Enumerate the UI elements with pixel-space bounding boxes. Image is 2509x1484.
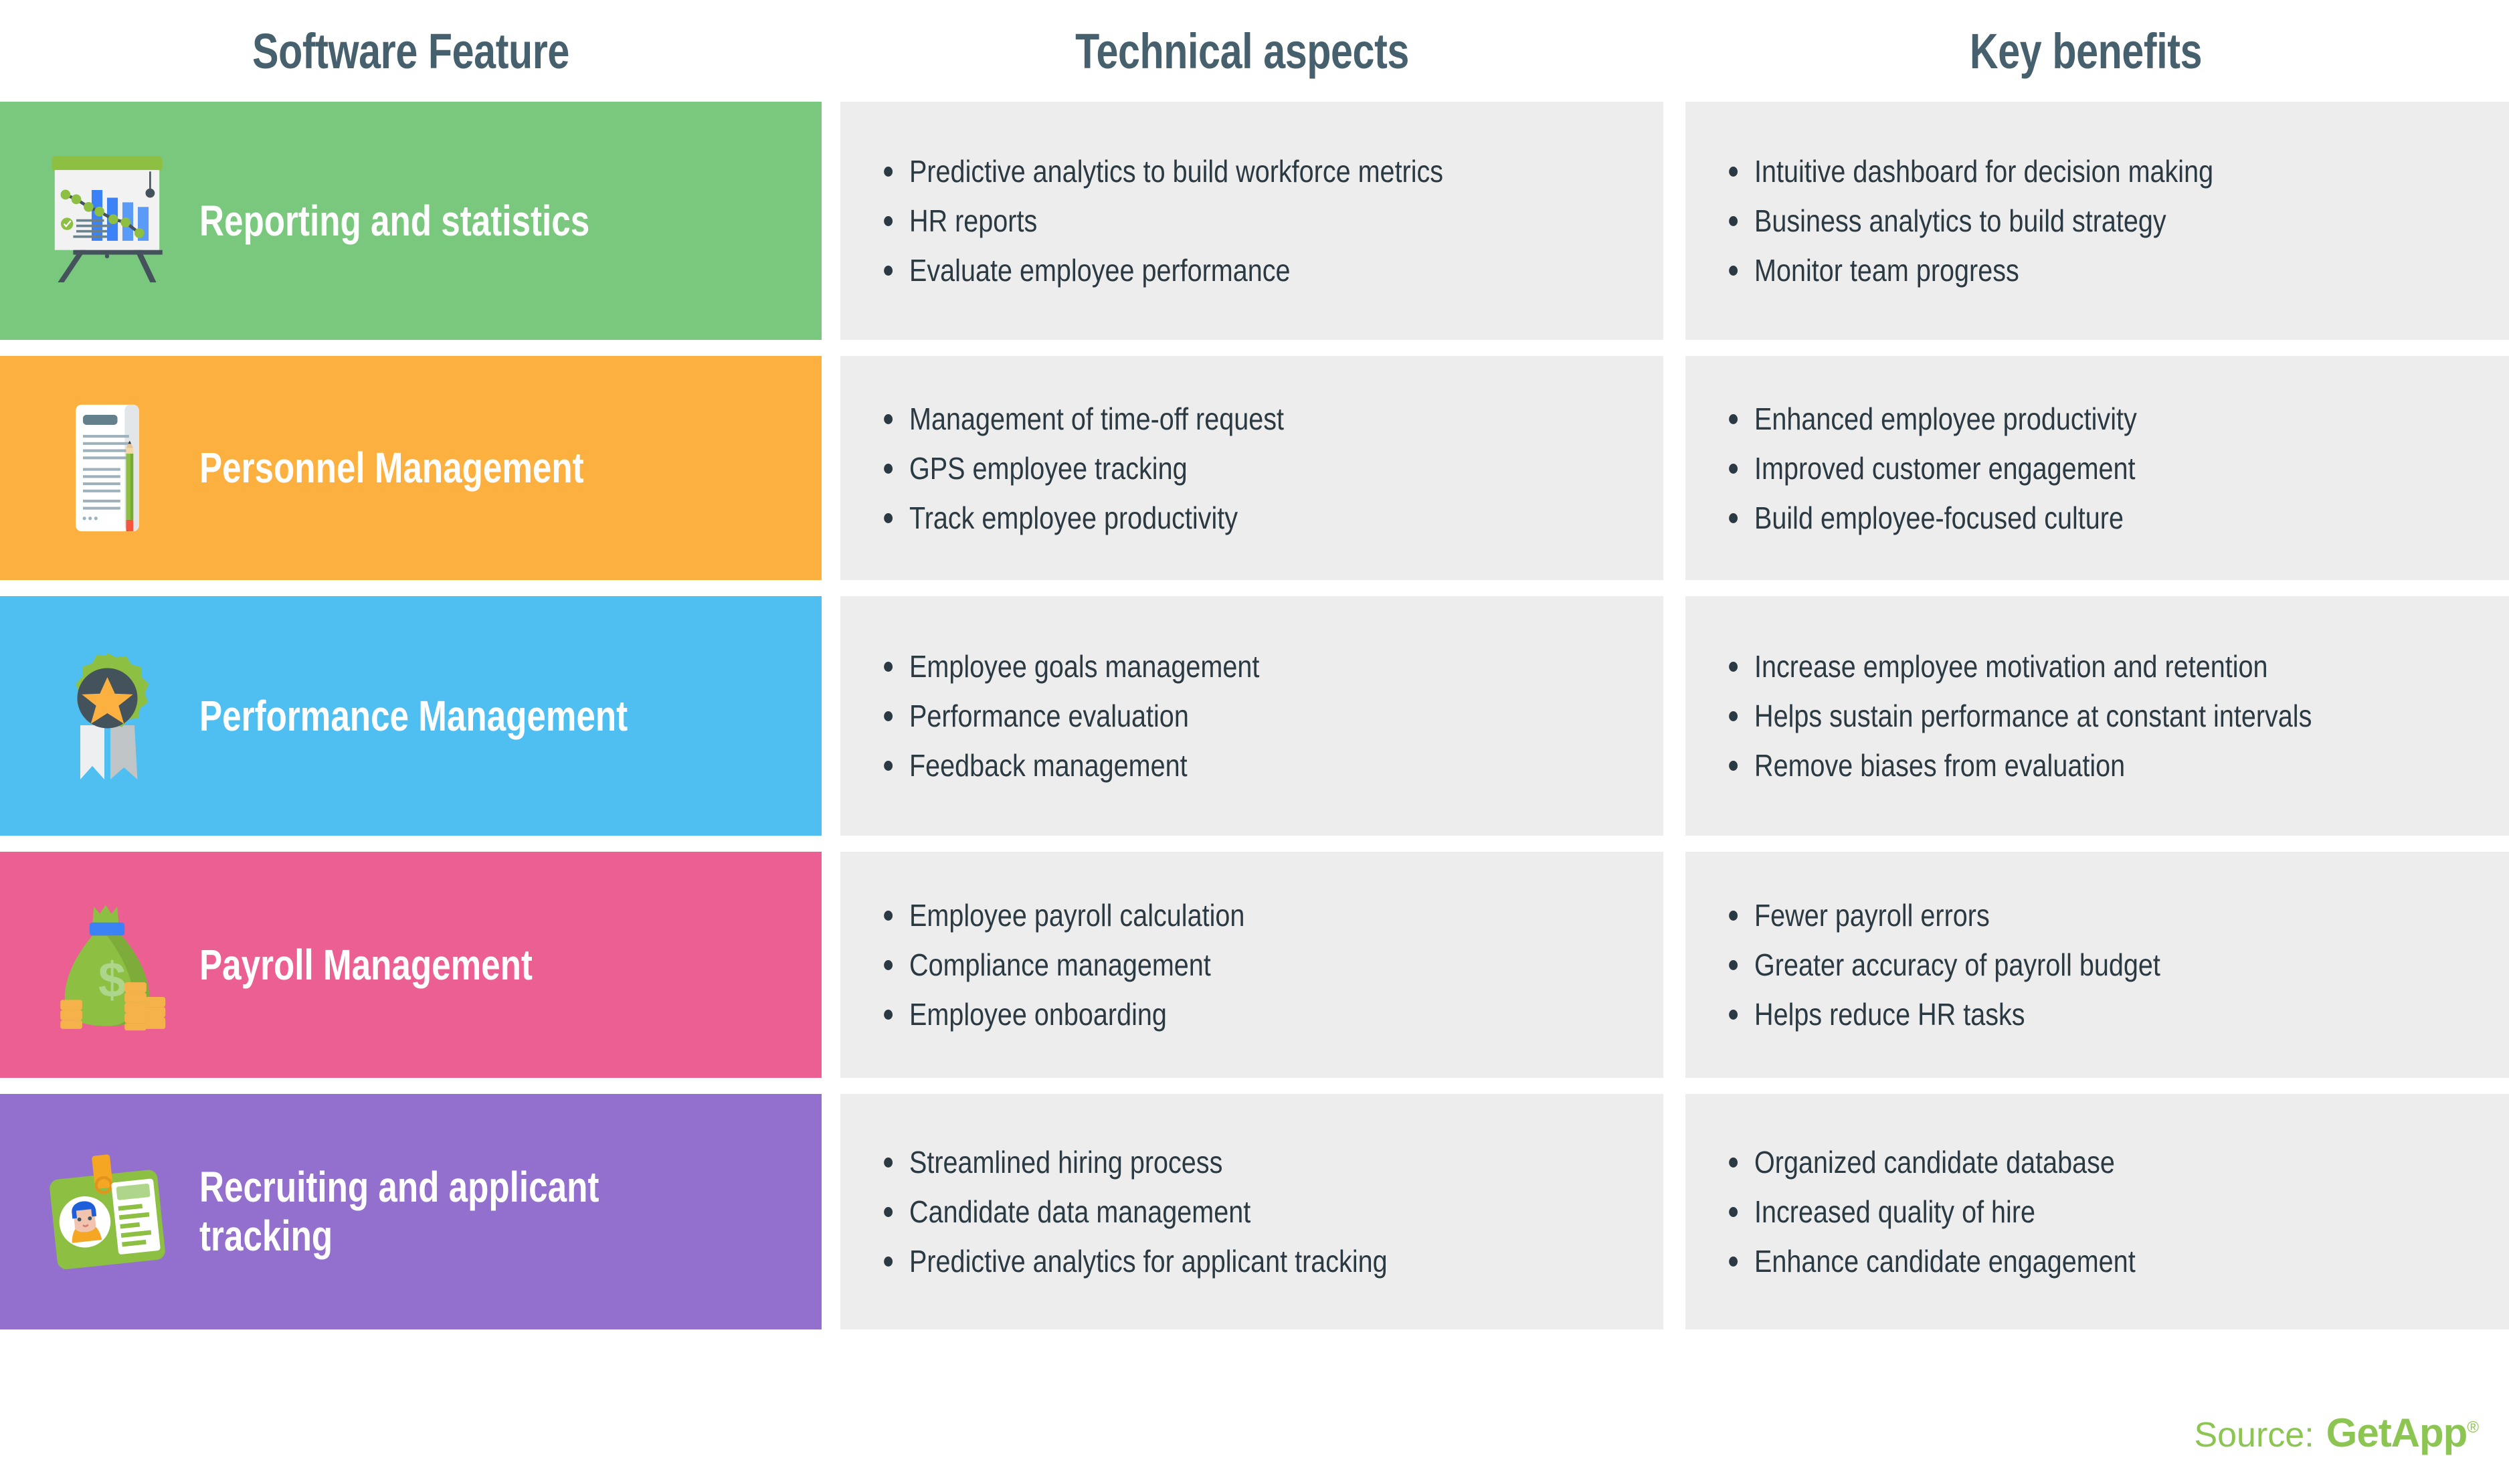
feature-title: Personnel Management: [199, 444, 584, 492]
feature-cell-payroll: $: [0, 852, 822, 1078]
table-row: Recruiting and applicant tracking Stream…: [0, 1094, 2509, 1329]
column-header-software-feature: Software Feature: [252, 23, 569, 79]
list-item: Employee goals management: [880, 651, 1259, 682]
list-item: Monitor team progress: [1726, 255, 2213, 286]
feature-title: Recruiting and applicant tracking: [199, 1163, 599, 1260]
key-benefits-cell: Increase employee motivation and retenti…: [1685, 596, 2509, 836]
id-badge-icon: [0, 1137, 214, 1287]
list-item: Predictive analytics for applicant track…: [880, 1246, 1388, 1277]
list-item: Enhanced employee productivity: [1726, 403, 2137, 434]
key-benefits-cell: Fewer payroll errors Greater accuracy of…: [1685, 852, 2509, 1078]
list-item: Employee payroll calculation: [880, 900, 1244, 931]
list-item: Employee onboarding: [880, 999, 1244, 1030]
list-item: HR reports: [880, 205, 1443, 236]
flipchart-chart-icon: [0, 144, 214, 298]
technical-aspects-cell: Predictive analytics to build workforce …: [840, 102, 1663, 340]
feature-title: Performance Management: [199, 691, 628, 740]
list-item: Build employee-focused culture: [1726, 502, 2137, 533]
list-item: Enhance candidate engagement: [1726, 1246, 2136, 1277]
table-body: Reporting and statistics Predictive anal…: [0, 102, 2509, 1346]
feature-title: Reporting and statistics: [199, 196, 590, 245]
feature-cell-recruiting: Recruiting and applicant tracking: [0, 1094, 822, 1329]
feature-cell-reporting: Reporting and statistics: [0, 102, 822, 340]
list-item: Organized candidate database: [1726, 1147, 2136, 1178]
table-row: Performance Management Employee goals ma…: [0, 596, 2509, 836]
list-item: Track employee productivity: [880, 502, 1284, 533]
key-benefits-cell: Intuitive dashboard for decision making …: [1685, 102, 2509, 340]
list-item: Management of time-off request: [880, 403, 1284, 434]
source-attribution: Source: GetApp®: [2194, 1410, 2479, 1456]
list-item: Remove biases from evaluation: [1726, 750, 2312, 781]
list-item: Performance evaluation: [880, 701, 1259, 731]
technical-aspects-cell: Employee payroll calculation Compliance …: [840, 852, 1663, 1078]
list-item: GPS employee tracking: [880, 453, 1284, 484]
svg-text:$: $: [98, 952, 126, 1008]
feature-cell-personnel: Personnel Management: [0, 356, 822, 580]
column-header-technical-aspects: Technical aspects: [1075, 23, 1409, 79]
list-item: Improved customer engagement: [1726, 453, 2137, 484]
technical-aspects-cell: Streamlined hiring process Candidate dat…: [840, 1094, 1663, 1329]
technical-aspects-cell: Employee goals management Performance ev…: [840, 596, 1663, 836]
getapp-logo: GetApp®: [2326, 1410, 2479, 1456]
registered-mark: ®: [2467, 1418, 2479, 1436]
document-pencil-icon: [0, 396, 214, 540]
list-item: Increased quality of hire: [1726, 1196, 2136, 1227]
key-benefits-cell: Enhanced employee productivity Improved …: [1685, 356, 2509, 580]
list-item: Streamlined hiring process: [880, 1147, 1388, 1178]
source-label: Source:: [2194, 1416, 2314, 1455]
list-item: Helps sustain performance at constant in…: [1726, 701, 2312, 731]
award-ribbon-icon: [0, 641, 214, 792]
list-item: Candidate data management: [880, 1196, 1388, 1227]
list-item: Intuitive dashboard for decision making: [1726, 156, 2213, 187]
getapp-wordmark: GetApp: [2326, 1410, 2468, 1455]
feature-cell-performance: Performance Management: [0, 596, 822, 836]
table-header-row: Software Feature Technical aspects Key b…: [0, 0, 2509, 102]
list-item: Increase employee motivation and retenti…: [1726, 651, 2312, 682]
list-item: Fewer payroll errors: [1726, 900, 2160, 931]
list-item: Helps reduce HR tasks: [1726, 999, 2160, 1030]
list-item: Greater accuracy of payroll budget: [1726, 949, 2160, 980]
key-benefits-cell: Organized candidate database Increased q…: [1685, 1094, 2509, 1329]
column-header-key-benefits: Key benefits: [1969, 23, 2203, 79]
feature-title: Payroll Management: [199, 940, 533, 989]
list-item: Evaluate employee performance: [880, 255, 1443, 286]
technical-aspects-cell: Management of time-off request GPS emplo…: [840, 356, 1663, 580]
table-row: Personnel Management Management of time-…: [0, 356, 2509, 580]
list-item: Business analytics to build strategy: [1726, 205, 2213, 236]
table-row: $: [0, 852, 2509, 1078]
list-item: Compliance management: [880, 949, 1244, 980]
table-row: Reporting and statistics Predictive anal…: [0, 102, 2509, 340]
list-item: Predictive analytics to build workforce …: [880, 156, 1443, 187]
list-item: Feedback management: [880, 750, 1259, 781]
money-bag-icon: $: [0, 892, 214, 1038]
